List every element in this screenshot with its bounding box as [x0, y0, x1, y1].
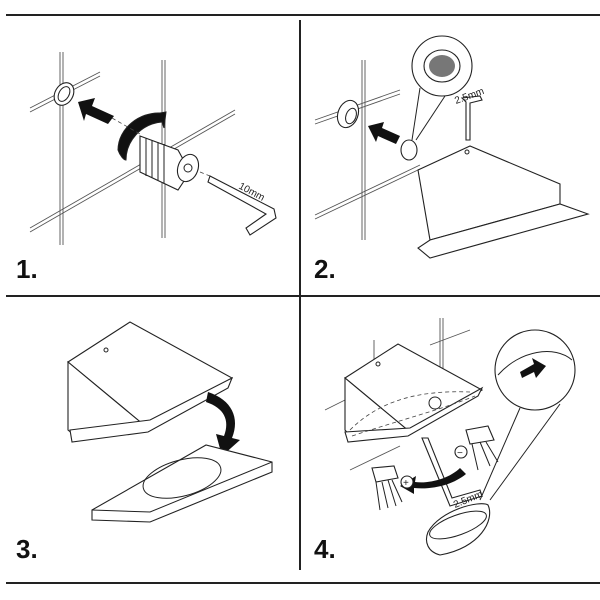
soft-spray-icon	[465, 425, 499, 471]
decrease-symbol-circle	[454, 445, 468, 459]
increase-symbol: +	[403, 478, 409, 489]
step-number: 1.	[16, 254, 38, 284]
strong-spray-icon	[371, 465, 403, 511]
valve-cartridge-icon	[139, 135, 200, 191]
shower-head-body-icon	[344, 343, 484, 443]
wall-tiles	[29, 52, 236, 245]
insert-arrow-icon	[78, 98, 114, 124]
hex-key-2.5mm-icon	[460, 95, 483, 141]
attach-arrow-icon	[206, 392, 240, 456]
mounting-plate-icon	[91, 444, 273, 523]
wall-thread-icon	[53, 82, 75, 106]
hex-key-10mm-icon	[207, 175, 277, 236]
insert-arrow-icon	[368, 122, 400, 144]
rotate-arrow-icon	[117, 111, 167, 161]
panel-4: 2.5mm + − 4.	[314, 318, 576, 564]
spray-face-icon	[425, 503, 491, 556]
step-number: 4.	[314, 534, 336, 564]
shower-head-icon	[417, 145, 590, 259]
step-number: 3.	[16, 534, 38, 564]
fitting-icon	[336, 99, 360, 129]
step-number: 2.	[314, 254, 336, 284]
increase-symbol-circle	[400, 475, 414, 489]
adjust-arrow-icon	[400, 468, 466, 494]
panel-3: 3.	[16, 321, 273, 564]
shower-head-body-icon	[67, 321, 234, 443]
hex-key-2.5mm-icon	[421, 437, 483, 507]
decrease-symbol: −	[457, 448, 463, 459]
panel-2: 2.5mm 2.	[314, 35, 590, 284]
panel-1: 10mm 1.	[16, 52, 277, 284]
